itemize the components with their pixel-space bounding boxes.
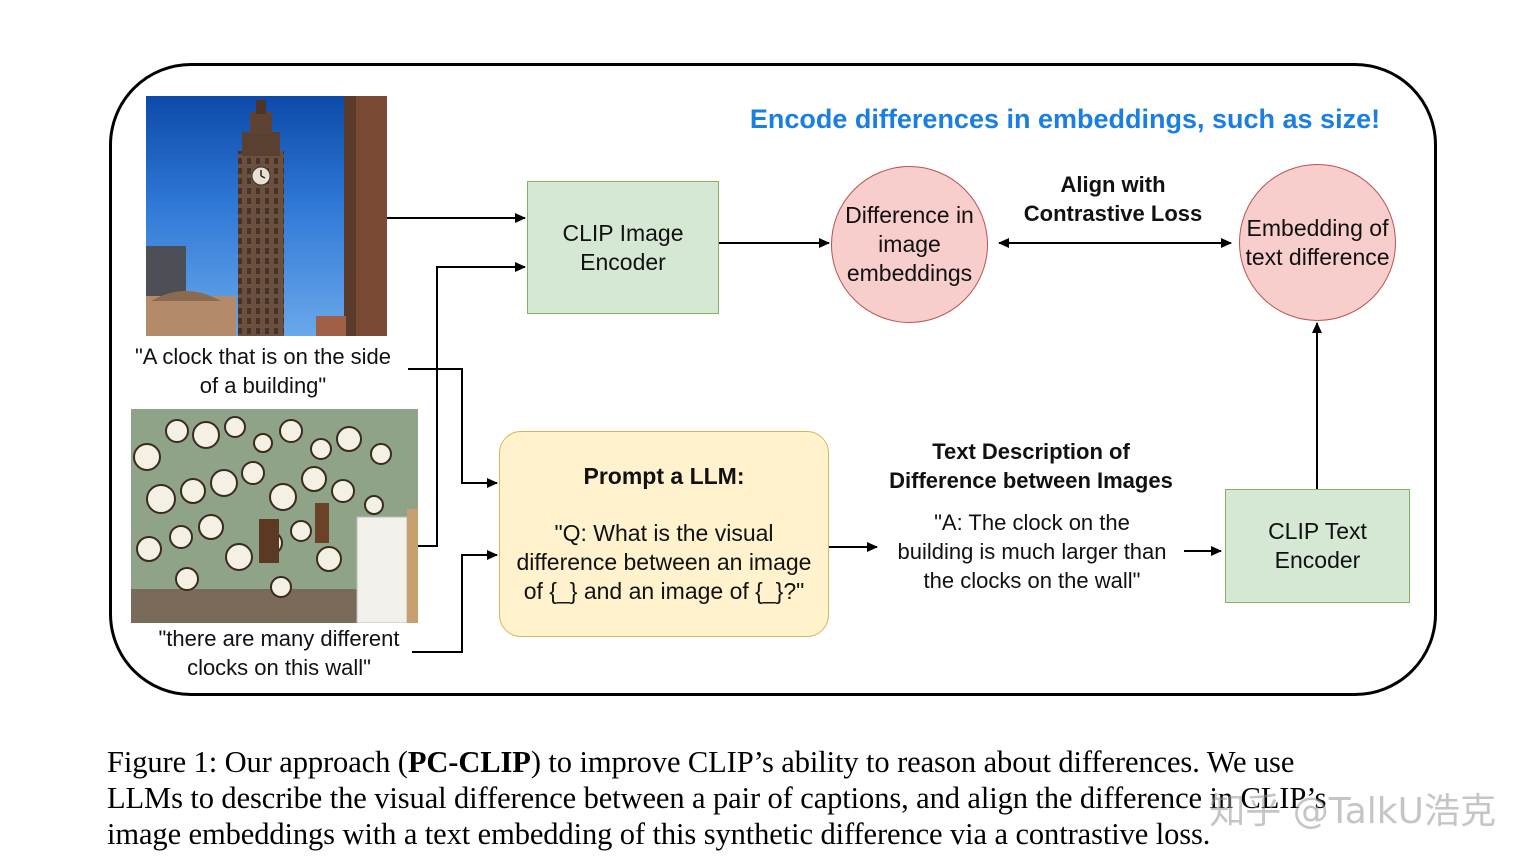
clip-image-encoder-line1: CLIP Image (562, 219, 684, 246)
contrastive-loss-line1: Align with (1060, 172, 1166, 197)
image-difference-line1: Difference in (845, 202, 974, 228)
llm-answer-line1: "A: The clock on the (934, 510, 1130, 535)
clip-image-encoder: CLIP Image Encoder (527, 181, 719, 314)
text-difference-line2: text difference (1245, 243, 1390, 270)
figure-caption: Figure 1: Our approach (PC-CLIP) to impr… (107, 744, 1447, 852)
clip-text-encoder-line2: Encoder (1274, 547, 1361, 573)
text-difference-embedding: Embedding of text difference (1239, 164, 1396, 321)
llm-answer: "A: The clock on the building is much la… (872, 508, 1192, 595)
text-description-line1: Text Description of (932, 439, 1130, 464)
clock-tower-photo (146, 96, 387, 336)
text-difference-line1: Embedding of (1246, 214, 1389, 241)
image1-caption-line2: of a building" (199, 373, 327, 398)
image1-caption: "A clock that is on the side of a buildi… (110, 342, 416, 400)
headline: Encode differences in embeddings, such a… (749, 104, 1381, 134)
contrastive-loss-line2: Contrastive Loss (1023, 201, 1203, 226)
clock-wall-photo (131, 409, 418, 623)
llm-prompt-title: Prompt a LLM: (583, 463, 745, 489)
clip-text-encoder: CLIP Text Encoder (1225, 489, 1410, 603)
llm-prompt-line1: "Q: What is the visual (554, 520, 774, 546)
llm-answer-line2: building is much larger than (897, 539, 1167, 564)
image-difference-line2: image (878, 231, 941, 257)
caption-prefix: Figure 1: Our approach ( (107, 745, 408, 779)
caption-line3: image embeddings with a text embedding o… (107, 817, 1211, 851)
caption-method: PC-CLIP (407, 745, 531, 779)
arrow-caption1-to-prompt (408, 368, 498, 488)
caption-line1-rest: ) to improve CLIP’s ability to reason ab… (530, 745, 1295, 779)
arrow-image2-to-encoder (418, 262, 526, 547)
image1-caption-line1: "A clock that is on the side (134, 344, 392, 369)
contrastive-loss-label: Align with Contrastive Loss (1000, 170, 1226, 228)
llm-prompt-line3: of {_} and an image of {_}?" (523, 578, 805, 604)
image2-caption: "there are many different clocks on this… (126, 624, 432, 682)
caption-line2: LLMs to describe the visual difference b… (107, 781, 1327, 815)
diagram-frame (109, 63, 1437, 696)
watermark: 知乎 @TalkU浩克 (1209, 791, 1496, 832)
image2-caption-line1: "there are many different (158, 626, 400, 651)
llm-prompt-box: Prompt a LLM: "Q: What is the visual dif… (499, 431, 829, 637)
text-description-label: Text Description of Difference between I… (866, 437, 1196, 495)
arrow-caption2-to-prompt (412, 550, 498, 653)
image-difference-embedding: Difference in image embeddings (831, 166, 988, 323)
caption-line1: Figure 1: Our approach (PC-CLIP) to impr… (107, 744, 1447, 780)
text-description-line2: Difference between Images (889, 468, 1173, 493)
image2-caption-line2: clocks on this wall" (187, 655, 371, 680)
clip-image-encoder-line2: Encoder (580, 248, 666, 275)
clip-text-encoder-line1: CLIP Text (1268, 518, 1367, 544)
image-difference-line3: embeddings (846, 260, 973, 286)
llm-prompt-line2: difference between an image (516, 549, 812, 575)
llm-answer-line3: the clocks on the wall" (923, 568, 1141, 593)
